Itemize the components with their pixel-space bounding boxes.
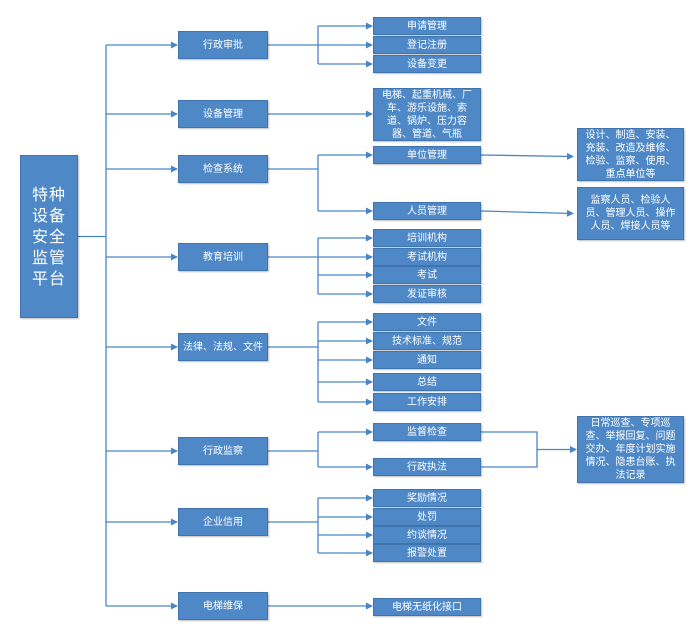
node-application-management: 申请管理: [373, 17, 481, 35]
detail-unit-types: 设计、制造、安装、 充装、改造及维修、 检验、监察、使用、 重点单位等: [577, 128, 684, 181]
node-elevator-paperless-interface: 电梯无纸化接口: [373, 598, 481, 616]
node-exam: 考试: [373, 266, 481, 284]
node-unit-management: 单位管理: [373, 146, 481, 164]
module-administrative-supervision: 行政监察: [178, 437, 268, 465]
node-alarm-handling: 报警处置: [373, 544, 481, 562]
module-elevator-maintenance: 电梯维保: [178, 592, 268, 620]
root-node: 特种 设备 安全 监管 平台: [20, 155, 78, 318]
detail-personnel-types: 监察人员、检验人 员、管理人员、操作 人员、焊接人员等: [577, 187, 684, 240]
node-work-arrangements: 工作安排: [373, 393, 481, 411]
node-rewards: 奖励情况: [373, 489, 481, 507]
node-notices: 通知: [373, 351, 481, 369]
node-equipment-change: 设备变更: [373, 55, 481, 73]
node-documents: 文件: [373, 313, 481, 331]
connector: [481, 449, 538, 468]
module-laws-regulations-documents: 法律、法规、文件: [178, 333, 268, 361]
node-personnel-management: 人员管理: [373, 202, 481, 220]
module-administrative-approval: 行政审批: [178, 31, 268, 59]
node-exam-institutions: 考试机构: [373, 248, 481, 266]
module-equipment-management: 设备管理: [178, 100, 268, 128]
node-supervision-inspection: 监督检查: [373, 423, 481, 441]
connector: [481, 431, 577, 453]
module-inspection-system: 检查系统: [178, 155, 268, 183]
module-enterprise-credit: 企业信用: [178, 508, 268, 536]
detail-supervision-items: 日常巡查、专项巡 查、举报回复、问题 交办、年度计划实施 情况、隐患台账、执 法…: [577, 416, 684, 483]
node-administrative-enforcement: 行政执法: [373, 458, 481, 476]
node-technical-standards: 技术标准、规范: [373, 332, 481, 350]
node-equipment-types: 电梯、起重机械、厂 车、游乐设施、索 道、锅炉、压力容 器、管道、气瓶: [373, 88, 481, 141]
node-interviews: 约谈情况: [373, 526, 481, 544]
connector: [480, 152, 574, 160]
node-penalties: 处罚: [373, 508, 481, 526]
module-education-training: 教育培训: [178, 243, 268, 271]
node-summaries: 总结: [373, 373, 481, 391]
node-registration: 登记注册: [373, 36, 481, 54]
connector: [480, 209, 574, 217]
node-certificate-review: 发证审核: [373, 285, 481, 303]
node-training-institutions: 培训机构: [373, 229, 481, 247]
